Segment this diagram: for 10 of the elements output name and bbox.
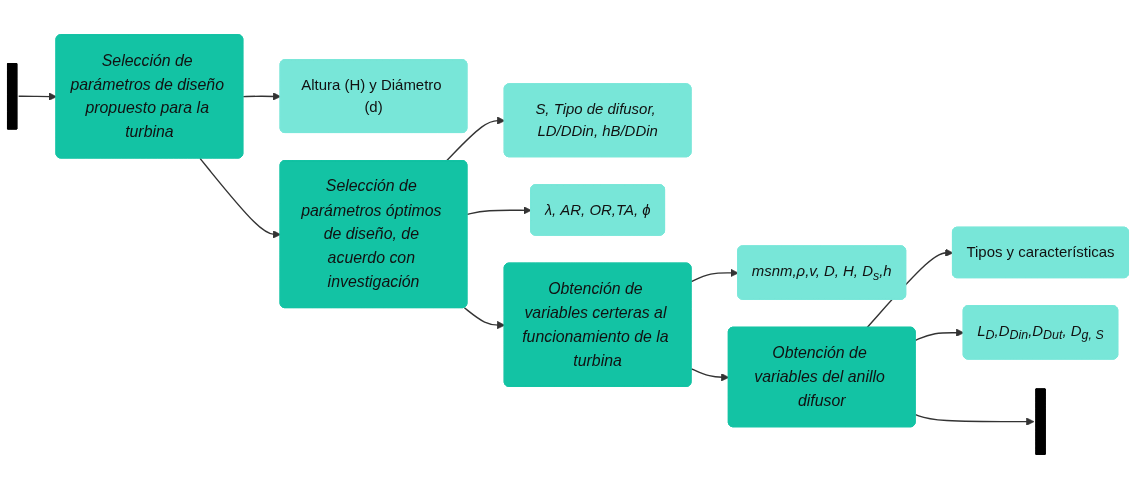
arrow	[914, 413, 1035, 426]
arrow	[445, 116, 506, 162]
arrow	[18, 92, 57, 101]
arrow	[690, 368, 730, 382]
arrow	[914, 328, 965, 341]
arrow	[466, 206, 532, 216]
arrow	[199, 157, 281, 239]
arrow	[242, 92, 281, 101]
arrow	[463, 307, 506, 330]
arrow	[690, 268, 739, 283]
